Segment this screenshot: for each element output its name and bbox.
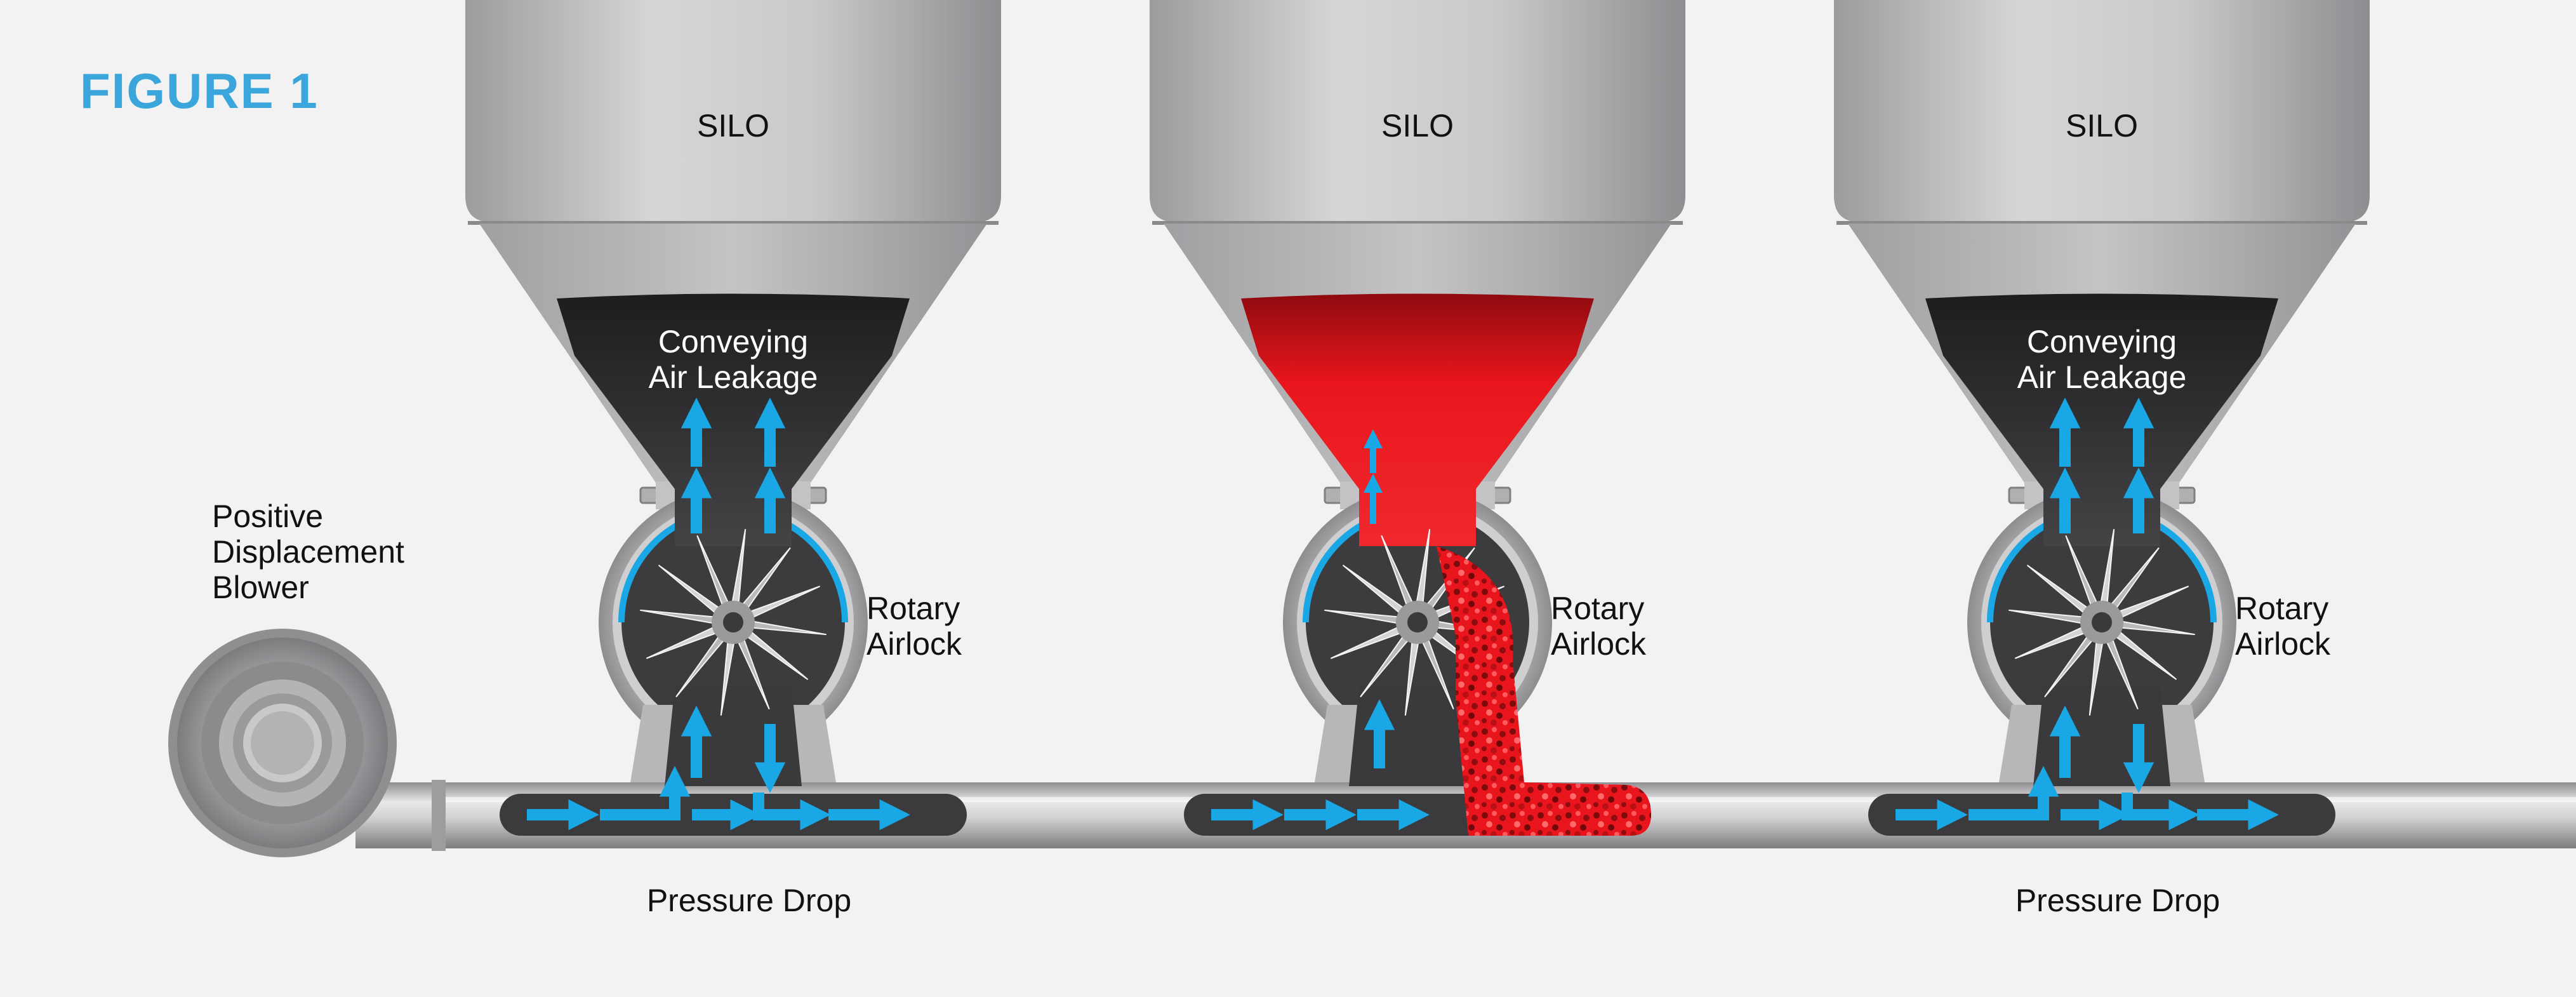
material-hopper — [1241, 293, 1594, 546]
arrow-icon — [600, 766, 691, 820]
silo-label: SILO — [697, 108, 769, 144]
rotor-shaft — [2092, 612, 2112, 632]
rotor-shaft — [723, 612, 743, 632]
silo-seam — [468, 221, 999, 225]
rotor-shaft — [1407, 612, 1428, 632]
silo-seam — [1836, 221, 2367, 225]
arrow-icon — [753, 793, 831, 831]
outlet-channel — [665, 686, 802, 786]
rotor-icon — [2008, 529, 2195, 716]
blower-label: Positive Displacement Blower — [212, 498, 413, 605]
material-pellets — [1437, 546, 1651, 836]
arrow-icon — [2121, 793, 2200, 831]
silo-label: SILO — [1381, 108, 1454, 144]
arrow-icon — [1969, 766, 2059, 820]
air-leakage-zone — [1925, 293, 2278, 546]
silo-body — [465, 0, 1001, 222]
blower-icon — [168, 629, 397, 857]
silo-label: SILO — [2066, 108, 2138, 144]
air-leakage-zone — [557, 293, 910, 546]
silo-body — [1834, 0, 2370, 222]
blower: Positive Displacement Blower — [168, 498, 446, 857]
pressure-drop-label: Pressure Drop — [647, 883, 851, 918]
rotor-icon — [640, 529, 827, 716]
outlet-channel — [2033, 686, 2170, 786]
pressure-drop-label: Pressure Drop — [2015, 883, 2220, 918]
figure-label: FIGURE 1 — [80, 63, 319, 119]
silo-body — [1150, 0, 1685, 222]
silo-seam — [1152, 221, 1683, 225]
